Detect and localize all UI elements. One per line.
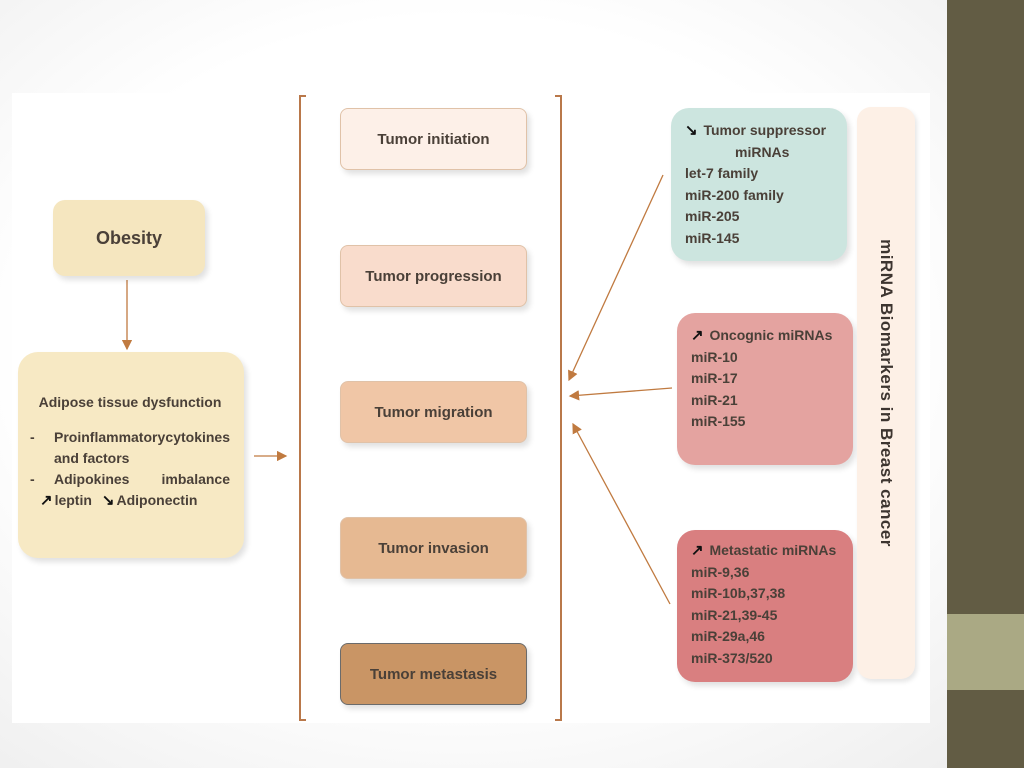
group-title: Tumor suppressor <box>703 122 827 138</box>
connector-layer <box>121 95 673 721</box>
right-bracket <box>555 95 562 721</box>
metastatic-arrow <box>572 422 671 605</box>
mirna-item: miR-200 family <box>685 186 784 203</box>
mirna-item: miR-21,39-45 <box>691 606 778 623</box>
mirna-biomarkers-label-box: miRNA Biomarkers in Breast cancer <box>857 107 915 679</box>
oncogenic-arrow <box>568 387 673 401</box>
stage-tumor-progression: Tumor progression <box>340 245 527 307</box>
stage-label: Tumor migration <box>374 403 493 421</box>
mirna-item: let-7 family <box>685 165 759 181</box>
adipose-bullet-1: - Proinflammatory cytokines and factors <box>30 427 230 469</box>
bullet-text: Adipokines <box>54 471 130 487</box>
mirna-biomarkers-label: miRNA Biomarkers in Breast cancer <box>877 239 896 547</box>
mirna-item: miR-155 <box>691 413 746 429</box>
obesity-box: Obesity <box>53 200 205 276</box>
down-arrow-icon: ↘ <box>685 122 698 139</box>
bullet-text: and factors <box>54 450 130 466</box>
stage-tumor-metastasis: Tumor metastasis <box>340 643 527 705</box>
up-arrow-icon: ↗ <box>691 542 704 559</box>
mirna-item: miR-10 <box>691 348 738 365</box>
mirna-group-tumor-suppressor: ↘ Tumor suppressor miRNAs let-7 family m… <box>671 108 847 261</box>
mirna-item: miR-205 <box>685 208 740 224</box>
mirna-item: miR-145 <box>685 229 740 246</box>
mirna-group-metastatic: ↗ Metastatic miRNAs miR-9,36 miR-10b,37,… <box>677 530 853 682</box>
stage-label: Tumor progression <box>365 267 502 285</box>
group-title-2: miRNAs <box>735 143 790 160</box>
leptin-label: leptin <box>54 492 92 508</box>
group-title: Metastatic miRNAs <box>709 542 837 558</box>
adipose-box: Adipose tissue dysfunction - Proinflamma… <box>18 352 244 558</box>
adiponectin-label: Adiponectin <box>116 492 198 508</box>
bullet-text: cytokines <box>165 429 230 445</box>
up-arrow-icon: ↗ <box>40 492 53 509</box>
adipose-bullet-2-detail: ↗ leptin ↘ Adiponectin <box>40 490 230 511</box>
down-arrow-icon: ↘ <box>101 492 115 509</box>
obesity-label: Obesity <box>95 227 163 248</box>
bullet-text: Proinflammatory <box>54 429 166 445</box>
stage-label: Tumor metastasis <box>369 665 498 683</box>
stage-label: Tumor initiation <box>377 130 490 148</box>
mirna-item: miR-29a,46 <box>691 628 765 644</box>
mirna-item: miR-21 <box>691 391 738 408</box>
mirna-item: miR-17 <box>691 370 738 386</box>
stage-tumor-migration: Tumor migration <box>340 381 527 443</box>
stage-label: Tumor invasion <box>378 539 489 557</box>
bullet-dash: - <box>30 471 35 487</box>
mirna-group-oncogenic: ↗ Oncognic miRNAs miR-10 miR-17 miR-21 m… <box>677 313 853 465</box>
suppressor-arrow <box>568 174 664 382</box>
slide-sidebar-accent <box>947 614 1024 690</box>
up-arrow-icon: ↗ <box>691 327 704 344</box>
stage-tumor-invasion: Tumor invasion <box>340 517 527 579</box>
mirna-item: miR-9,36 <box>691 563 750 580</box>
stage-tumor-initiation: Tumor initiation <box>340 108 527 170</box>
mirna-item: miR-10b,37,38 <box>691 585 786 601</box>
group-title: Oncognic miRNAs <box>709 327 833 343</box>
left-bracket <box>299 95 306 721</box>
adipose-title: Adipose tissue dysfunction <box>38 394 222 410</box>
mirna-item: miR-373/520 <box>691 649 773 666</box>
bullet-dash: - <box>30 429 35 445</box>
adipose-bullet-2: - Adipokines imbalance <box>30 469 230 490</box>
bullet-text: imbalance <box>161 471 230 487</box>
